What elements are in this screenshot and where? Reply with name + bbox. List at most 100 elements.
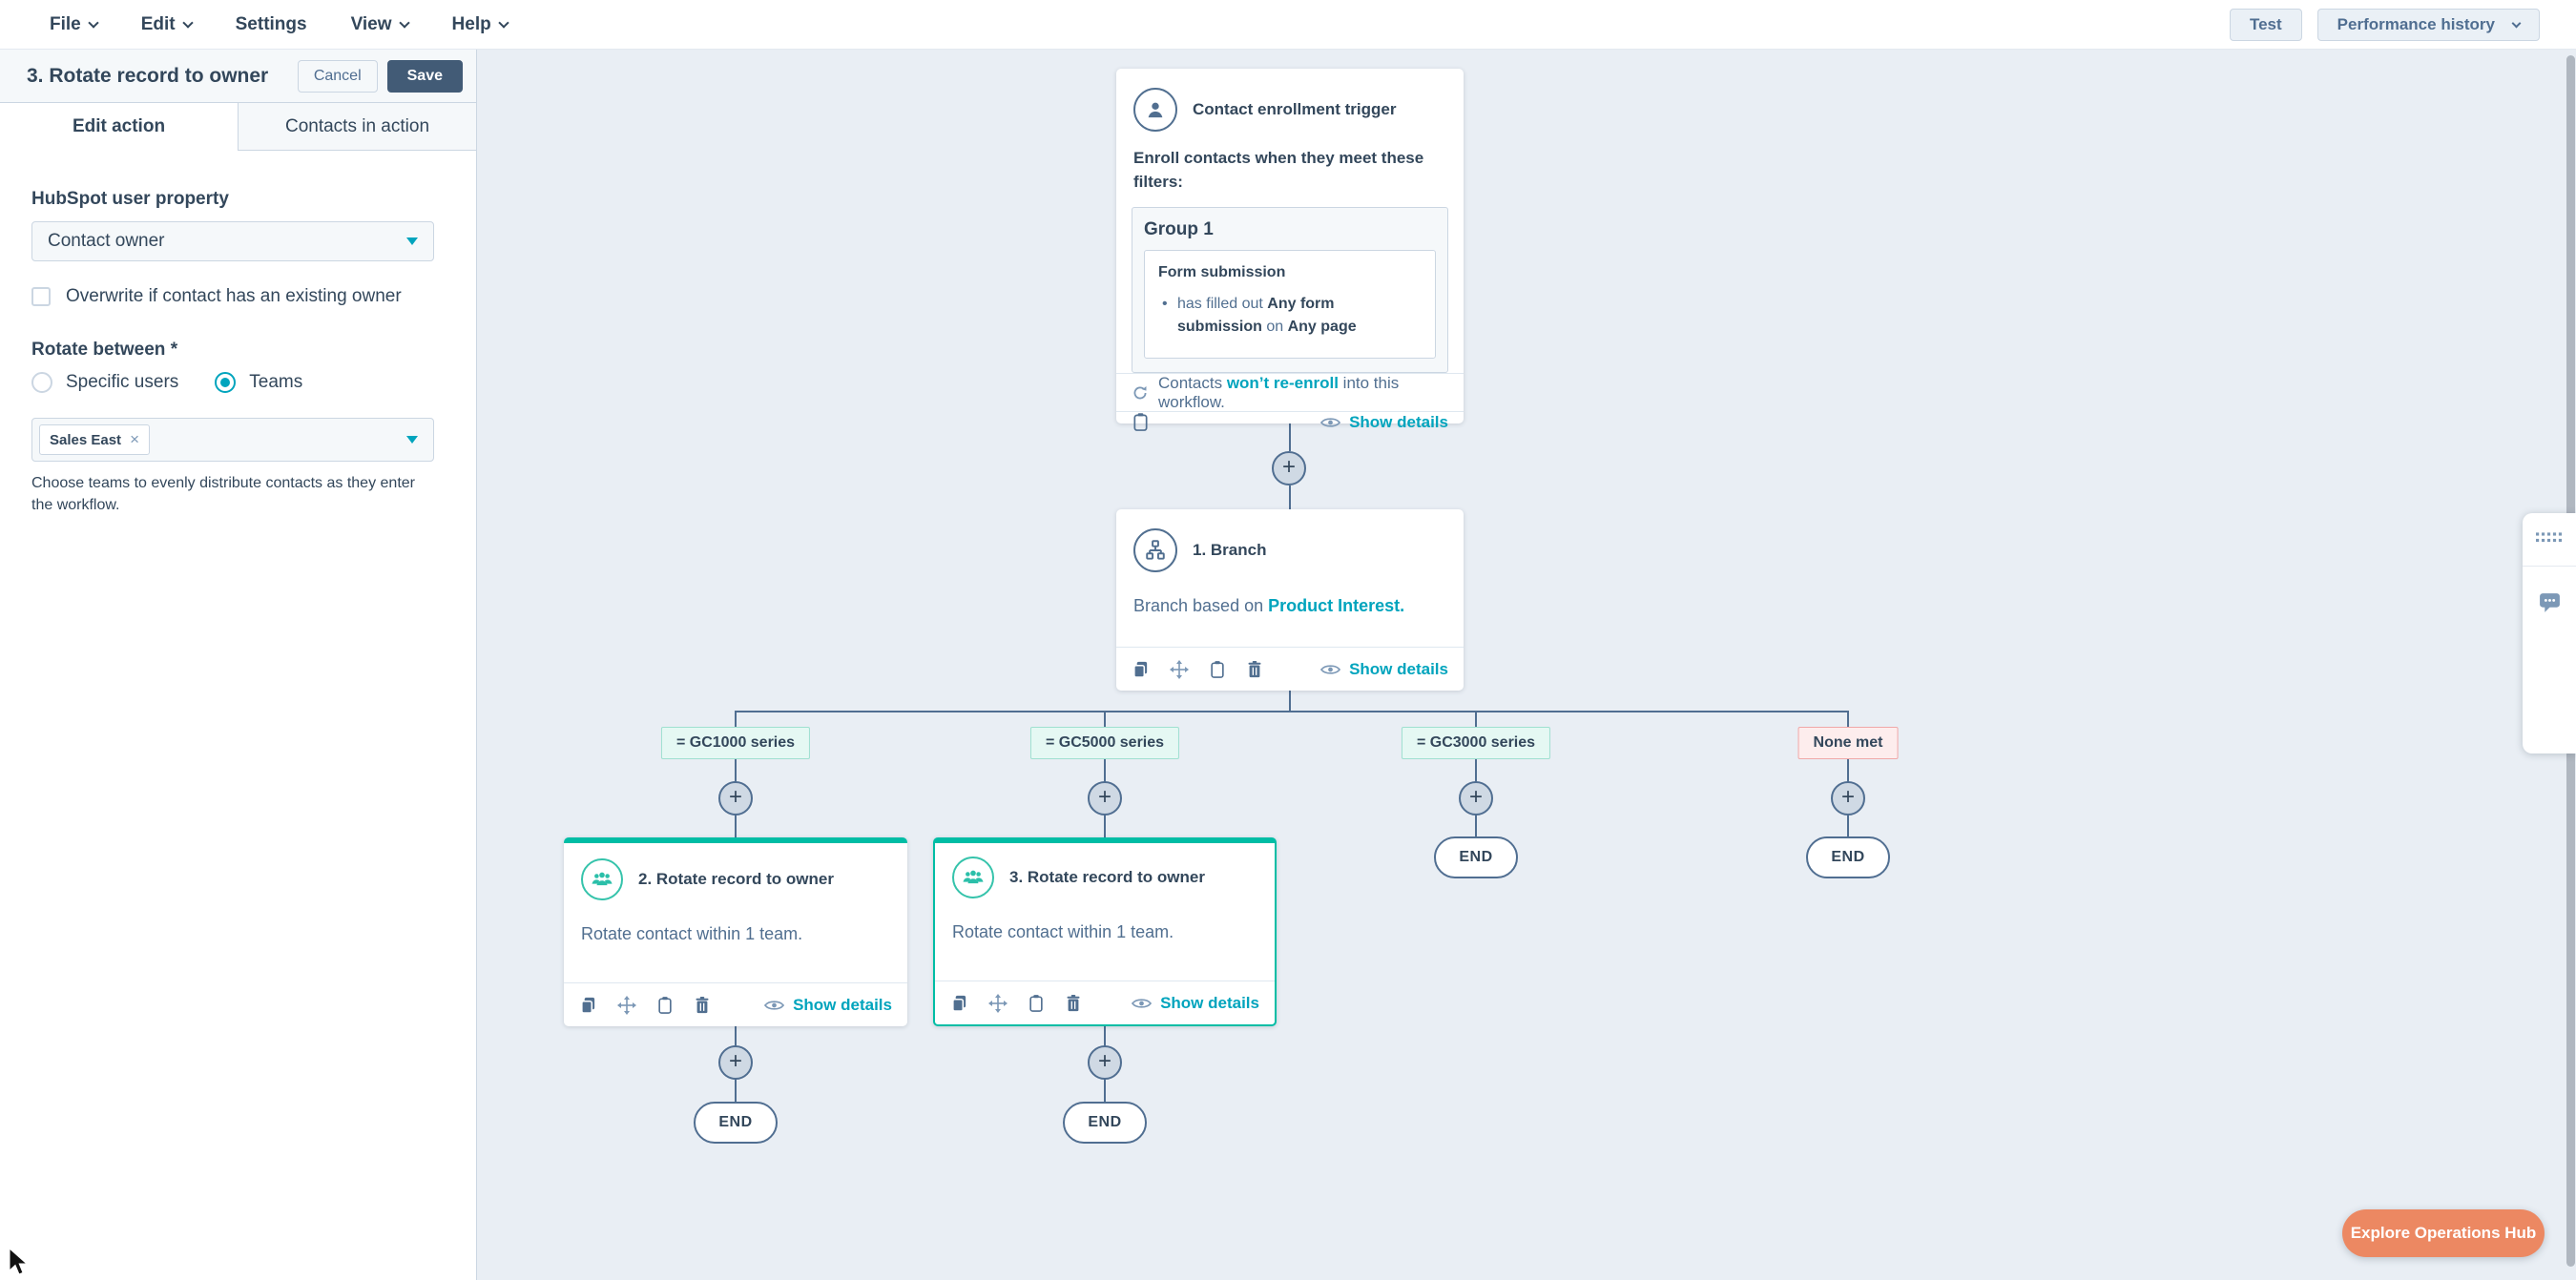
branch-body-prefix: Branch based on — [1133, 596, 1269, 615]
user-property-select[interactable]: Contact owner — [31, 221, 434, 261]
clipboard-icon[interactable] — [1132, 412, 1150, 432]
branch-label-gc3000: = GC3000 series — [1401, 727, 1551, 759]
rotate-owner-icon — [581, 858, 623, 900]
filter-group-box: Group 1 Form submission has filled out A… — [1132, 207, 1448, 374]
trigger-subtitle: Enroll contacts when they meet these fil… — [1133, 149, 1424, 191]
show-details-link[interactable]: Show details — [764, 996, 892, 1015]
team-tag: Sales East × — [39, 424, 150, 455]
filter-title: Form submission — [1158, 264, 1286, 281]
branch-card-header: 1. Branch — [1116, 509, 1464, 572]
comments-button[interactable] — [2523, 567, 2576, 643]
reenroll-refresh-icon — [1132, 384, 1149, 402]
move-icon[interactable] — [988, 993, 1008, 1013]
tab-edit-action[interactable]: Edit action — [0, 103, 239, 151]
overwrite-row: Overwrite if contact has an existing own… — [31, 286, 433, 307]
show-details-label: Show details — [1349, 412, 1448, 431]
action-card-2-rotate-record[interactable]: 2. Rotate record to owner Rotate contact… — [564, 837, 907, 1026]
teams-radio[interactable] — [215, 372, 237, 393]
menu-view-label: View — [350, 14, 392, 34]
menu-view[interactable]: View — [350, 14, 410, 35]
user-property-value: Contact owner — [48, 231, 165, 251]
radio-specific-users-option: Specific users — [31, 372, 178, 393]
add-action-button[interactable]: + — [1088, 781, 1122, 815]
show-details-link[interactable]: Show details — [1320, 413, 1448, 432]
clone-icon[interactable] — [950, 994, 968, 1012]
reenroll-suffix: into this workflow. — [1158, 373, 1400, 411]
clipboard-icon[interactable] — [1028, 994, 1045, 1013]
rotate-between-options: Specific users Teams — [31, 372, 433, 393]
connector-line — [1475, 711, 1477, 836]
show-details-link[interactable]: Show details — [1132, 994, 1259, 1013]
chevron-down-icon — [88, 17, 99, 29]
trigger-footer: Show details — [1116, 411, 1464, 432]
teams-multiselect[interactable]: Sales East × — [31, 418, 434, 462]
reenroll-text: Contacts won’t re-enroll into this workf… — [1158, 374, 1448, 412]
delete-icon[interactable] — [1246, 660, 1263, 679]
clipboard-icon[interactable] — [656, 996, 674, 1015]
show-details-label: Show details — [1349, 659, 1448, 678]
action-card-3-rotate-record[interactable]: 3. Rotate record to owner Rotate contact… — [933, 837, 1277, 1026]
teams-helper-text: Choose teams to evenly distribute contac… — [31, 475, 415, 514]
toolbar-actions: Test Performance history — [2229, 9, 2540, 41]
add-action-button[interactable]: + — [1459, 781, 1493, 815]
group-title: Group 1 — [1144, 219, 1214, 240]
workflow-canvas[interactable]: Contact enrollment trigger Enroll contac… — [477, 50, 2576, 1280]
save-button[interactable]: Save — [386, 59, 463, 93]
tab-contacts-in-action[interactable]: Contacts in action — [239, 103, 476, 151]
panel-body: HubSpot user property Contact owner Over… — [0, 151, 476, 516]
action-card-header: 2. Rotate record to owner — [564, 843, 907, 900]
move-icon[interactable] — [1170, 659, 1189, 679]
action-title: 3. Rotate record to owner — [1009, 868, 1205, 886]
delete-icon[interactable] — [694, 996, 711, 1015]
add-action-button[interactable]: + — [718, 1045, 753, 1080]
clipboard-icon[interactable] — [1209, 660, 1226, 679]
explore-operations-hub-button[interactable]: Explore Operations Hub — [2342, 1209, 2545, 1257]
branch-card[interactable]: 1. Branch Branch based on Product Intere… — [1116, 509, 1464, 691]
remove-tag-icon[interactable]: × — [130, 430, 139, 448]
menu-help-label: Help — [451, 14, 491, 34]
contact-enrollment-trigger-card[interactable]: Contact enrollment trigger Enroll contac… — [1116, 69, 1464, 432]
branch-connector-line — [736, 711, 1849, 712]
minimap-button[interactable] — [2523, 513, 2576, 567]
connector-line — [1847, 711, 1849, 836]
dropdown-caret-icon — [406, 237, 418, 245]
menu-edit-label: Edit — [140, 14, 176, 34]
clone-icon[interactable] — [1132, 660, 1150, 678]
show-details-link[interactable]: Show details — [1320, 660, 1448, 679]
rotate-owner-icon — [952, 857, 994, 898]
menu-settings[interactable]: Settings — [236, 14, 307, 35]
chevron-down-icon — [181, 17, 194, 29]
mouse-cursor — [8, 1247, 29, 1280]
branch-label-gc1000: = GC1000 series — [660, 727, 811, 759]
reenroll-prefix: Contacts — [1158, 373, 1227, 392]
filter-value-2: Any page — [1287, 319, 1357, 336]
add-action-button[interactable]: + — [1272, 451, 1306, 485]
reenroll-link[interactable]: won’t re-enroll — [1226, 373, 1339, 392]
canvas-tools-panel — [2523, 513, 2576, 754]
delete-icon[interactable] — [1065, 994, 1082, 1013]
overwrite-checkbox[interactable] — [31, 287, 51, 306]
menu-help[interactable]: Help — [451, 14, 509, 35]
chevron-down-icon — [498, 17, 509, 29]
menu-edit[interactable]: Edit — [140, 14, 194, 35]
add-action-button[interactable]: + — [1088, 1045, 1122, 1080]
specific-users-radio[interactable] — [31, 372, 52, 393]
show-details-label: Show details — [1160, 993, 1259, 1012]
add-action-button[interactable]: + — [718, 781, 753, 815]
connector-line — [735, 711, 737, 837]
action-body: Rotate contact within 1 team. — [952, 922, 1174, 941]
cancel-button[interactable]: Cancel — [297, 59, 378, 93]
panel-header: 3. Rotate record to owner Cancel Save — [0, 50, 476, 103]
move-icon[interactable] — [617, 995, 636, 1015]
action-footer: Show details — [564, 982, 907, 1026]
test-button[interactable]: Test — [2229, 9, 2302, 41]
menu-file[interactable]: File — [50, 14, 99, 35]
branch-property-link[interactable]: Product Interest. — [1268, 596, 1405, 615]
eye-icon — [1132, 997, 1153, 1010]
clone-icon[interactable] — [579, 996, 597, 1014]
add-action-button[interactable]: + — [1831, 781, 1865, 815]
branch-label-gc5000: = GC5000 series — [1029, 727, 1180, 759]
contact-icon — [1133, 88, 1177, 132]
performance-history-button[interactable]: Performance history — [2316, 9, 2540, 41]
